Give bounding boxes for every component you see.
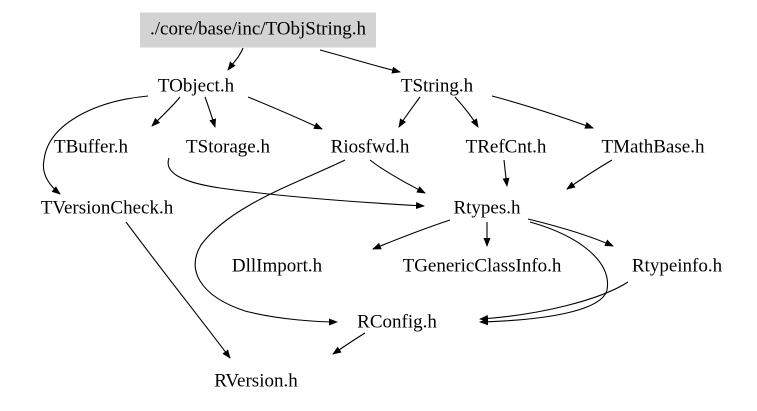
node-tstring[interactable]: TString.h [400,75,474,97]
edge-tstring-to-riosfwd [398,96,421,128]
node-rconfig[interactable]: RConfig.h [357,311,437,333]
edge-rconfig-to-rversion [332,332,366,355]
edge-tstring-to-tmathbase [491,95,594,129]
edge-rtypes-to-dllimport [372,219,451,250]
edge-tversioncheck-to-rversion [125,221,231,359]
edge-rtypes-to-rtypeinfo [527,218,614,247]
edge-tmathbase-to-rtypes [566,159,613,190]
edge-tobject-to-tbuffer [151,96,181,127]
edge-tstorage-to-rtypes [167,157,425,210]
node-dllimport[interactable]: DllImport.h [231,255,323,277]
edge-rtypes-to-rconfig [479,221,609,326]
node-root-tobjstring[interactable]: ./core/base/inc/TObjString.h [140,12,376,48]
node-rtypeinfo[interactable]: Rtypeinfo.h [631,255,723,277]
node-tgenericclassinfo[interactable]: TGenericClassInfo.h [402,255,562,277]
edge-rtypeinfo-to-rconfig [479,281,629,322]
node-tversioncheck[interactable]: TVersionCheck.h [40,197,174,219]
edge-tobject-to-riosfwd [247,96,323,130]
edge-tobject-to-tversioncheck [42,95,149,195]
edge-root-to-tobject [227,47,244,71]
node-trefcnt[interactable]: TRefCnt.h [465,136,547,158]
edge-riosfwd-to-rconfig [194,159,346,326]
node-tobject[interactable]: TObject.h [157,75,235,97]
edge-riosfwd-to-rtypes [369,159,426,194]
node-tstorage[interactable]: TStorage.h [186,136,270,158]
node-tbuffer[interactable]: TBuffer.h [53,136,129,158]
edge-trefcnt-to-rtypes [502,159,510,187]
edge-tstring-to-trefcnt [454,96,479,128]
node-rversion[interactable]: RVersion.h [214,370,298,392]
node-riosfwd[interactable]: Riosfwd.h [330,136,410,158]
node-tmathbase[interactable]: TMathBase.h [601,136,705,158]
node-rtypes[interactable]: Rtypes.h [453,197,521,219]
edge-root-to-tstring [319,49,401,74]
edge-tobject-to-tstorage [204,96,217,128]
